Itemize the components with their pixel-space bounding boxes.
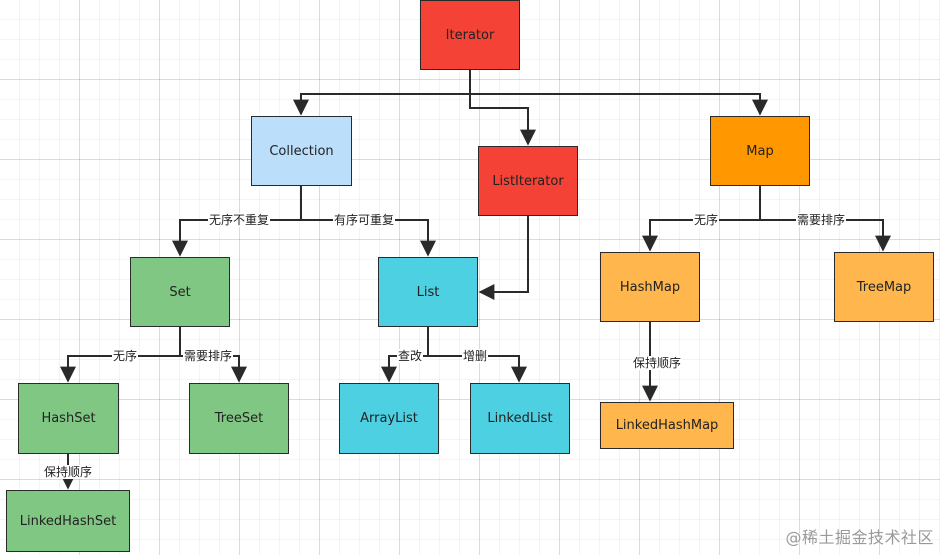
watermark-text: @稀土掘金技术社区 [785,528,934,547]
node-linked-hash-map[interactable]: LinkedHashMap [600,402,734,449]
node-map[interactable]: Map [710,116,810,186]
node-list-iterator[interactable]: ListIterator [478,146,578,216]
edge-label-add-delete: 增删 [462,349,489,363]
node-hash-set[interactable]: HashSet [18,383,119,454]
node-linked-list[interactable]: LinkedList [470,383,570,454]
node-linked-hash-set[interactable]: LinkedHashSet [6,490,130,552]
edge-label-ordered-repeatable: 有序可重复 [333,213,396,227]
node-hash-map[interactable]: HashMap [600,252,700,322]
node-tree-set[interactable]: TreeSet [189,383,289,454]
node-collection[interactable]: Collection [251,116,352,186]
edge-list-linkedlist [428,355,527,383]
edge-label-hashset-keep-order: 保持顺序 [43,465,94,479]
node-array-list[interactable]: ArrayList [339,383,439,454]
node-set[interactable]: Set [130,257,230,327]
edge-label-hashmap-keep-order: 保持顺序 [632,356,683,370]
node-iterator[interactable]: Iterator [420,0,520,70]
edge-iterator-listiterator [469,94,536,146]
edge-iterator-collection [293,70,471,116]
edge-label-map-unordered: 无序 [693,213,720,227]
edge-label-query-modify: 查改 [397,349,424,363]
node-tree-map[interactable]: TreeMap [834,252,934,322]
edge-listiterator-list [478,216,529,300]
edge-label-set-sorted: 需要排序 [183,349,234,363]
edge-iterator-map [470,93,768,116]
edge-label-unordered-unique: 无序不重复 [208,213,271,227]
node-list[interactable]: List [378,257,478,327]
edge-label-map-sorted: 需要排序 [796,213,847,227]
edge-label-set-unordered: 无序 [112,349,139,363]
